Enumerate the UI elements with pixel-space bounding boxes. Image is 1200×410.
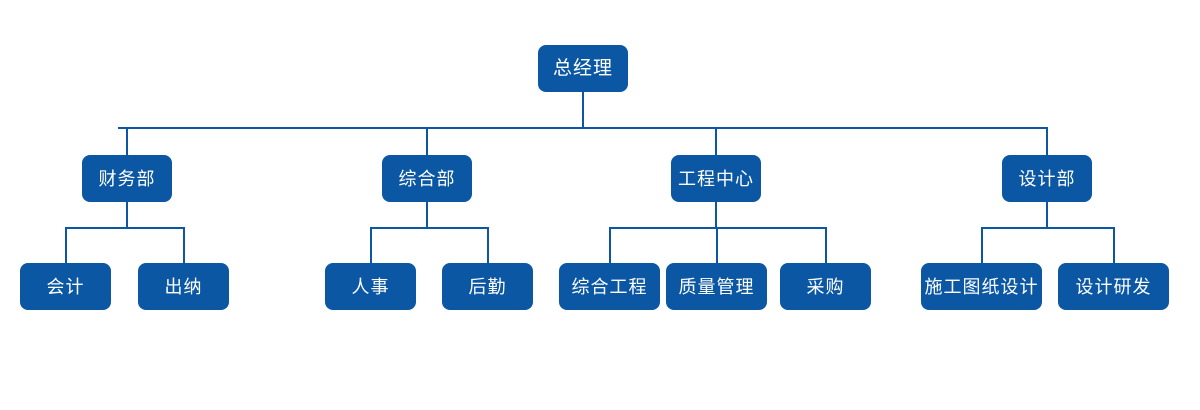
- org-node-root[interactable]: 总经理: [538, 45, 628, 92]
- connector-hr-stem: [370, 227, 372, 264]
- org-node-rnd[interactable]: 设计研发: [1058, 263, 1169, 310]
- connector-level2-bus: [118, 127, 1047, 129]
- connector-geneng-stem: [609, 227, 611, 264]
- connector-finance-down: [126, 202, 128, 228]
- org-node-label: 设计部: [1018, 168, 1076, 189]
- org-node-label: 会计: [46, 276, 85, 297]
- connector-design-down: [1046, 202, 1048, 228]
- org-node-general[interactable]: 综合部: [382, 155, 472, 202]
- org-node-label: 采购: [806, 276, 845, 297]
- connector-quality-stem: [716, 227, 718, 264]
- org-node-label: 后勤: [468, 276, 507, 297]
- connector-root-stem: [582, 92, 584, 128]
- org-node-quality[interactable]: 质量管理: [666, 263, 767, 310]
- org-node-hr[interactable]: 人事: [325, 263, 416, 310]
- connector-cashier-stem: [183, 227, 185, 264]
- org-node-label: 工程中心: [678, 168, 754, 189]
- connector-finance-stem: [126, 127, 128, 155]
- org-node-accounting[interactable]: 会计: [20, 263, 111, 310]
- org-node-label: 人事: [351, 276, 390, 297]
- org-node-label: 综合工程: [571, 276, 648, 297]
- org-node-label: 设计研发: [1075, 276, 1152, 297]
- org-node-procurement[interactable]: 采购: [780, 263, 871, 310]
- connector-drawing-stem: [981, 227, 983, 264]
- org-node-logistics[interactable]: 后勤: [442, 263, 533, 310]
- connector-general-bus: [370, 227, 488, 229]
- org-node-label: 总经理: [552, 58, 613, 79]
- org-node-label: 质量管理: [678, 276, 755, 297]
- org-node-engineering[interactable]: 工程中心: [671, 155, 761, 202]
- connector-accounting-stem: [65, 227, 67, 264]
- org-node-label: 财务部: [98, 168, 156, 189]
- connector-general-stem: [426, 127, 428, 155]
- org-node-finance[interactable]: 财务部: [82, 155, 172, 202]
- org-node-label: 施工图纸设计: [924, 276, 1039, 297]
- connector-rnd-stem: [1113, 227, 1115, 264]
- org-node-cashier[interactable]: 出纳: [138, 263, 229, 310]
- org-node-label: 综合部: [398, 168, 456, 189]
- org-node-gen-eng[interactable]: 综合工程: [559, 263, 660, 310]
- connector-design-stem: [1046, 127, 1048, 155]
- connector-logistics-stem: [487, 227, 489, 264]
- connector-finance-bus: [65, 227, 184, 229]
- connector-engineering-stem: [715, 127, 717, 155]
- org-node-drawing[interactable]: 施工图纸设计: [921, 263, 1042, 310]
- connector-design-bus: [981, 227, 1113, 229]
- connector-procure-stem: [825, 227, 827, 264]
- connector-general-down: [426, 202, 428, 228]
- org-node-design[interactable]: 设计部: [1002, 155, 1092, 202]
- connector-eng-down: [715, 202, 717, 228]
- org-node-label: 出纳: [164, 276, 203, 297]
